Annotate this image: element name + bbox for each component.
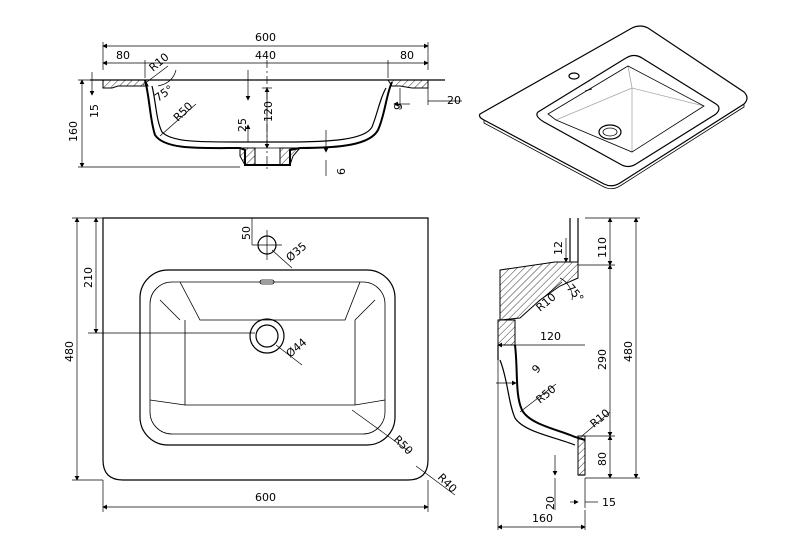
dim-160: 160 (67, 121, 80, 142)
dim-120-side: 120 (540, 330, 561, 343)
dim-25: 25 (236, 118, 249, 132)
label-75-angle: 75° (152, 83, 175, 105)
dim-440: 440 (255, 49, 276, 62)
dim-120-section: 120 (262, 101, 275, 122)
dim-480-side: 480 (622, 341, 635, 362)
dim-480-plan: 480 (63, 341, 76, 362)
dim-15: 15 (88, 104, 101, 118)
dim-20-right: 20 (447, 94, 461, 107)
dim-50-tap: 50 (240, 226, 253, 240)
dim-15-side: 15 (602, 496, 616, 509)
dim-9-bottom: 9 (334, 168, 347, 175)
dim-160-side: 160 (532, 512, 553, 525)
label-75-side: 75° (564, 282, 586, 305)
dim-80-side: 80 (596, 452, 609, 466)
dim-210: 210 (82, 267, 95, 288)
dim-290: 290 (596, 349, 609, 370)
label-dia-35: Ø35 (284, 240, 310, 265)
label-r10-top: R10 (147, 50, 172, 74)
dim-600-bottom: 600 (255, 491, 276, 504)
label-r10-side-front: R10 (588, 406, 613, 430)
isometric-view (478, 25, 748, 190)
dim-110: 110 (596, 237, 609, 258)
dim-9-side: 9 (529, 362, 543, 376)
dim-80-left: 80 (116, 49, 130, 62)
label-dia-44: Ø44 (284, 336, 310, 361)
dim-12: 12 (552, 241, 565, 255)
plan-view: 600 480 210 50 Ø35 Ø44 R50 R40 (63, 217, 459, 512)
front-section-view: 600 80 440 80 160 15 R10 (67, 31, 462, 176)
dim-80-right: 80 (400, 49, 414, 62)
label-r50-side: R50 (534, 382, 559, 406)
label-r40-plan: R40 (435, 471, 459, 495)
dim-9-right: 9 (392, 103, 405, 110)
label-r50-plan: R50 (391, 433, 415, 457)
dim-20-side: 20 (544, 496, 557, 510)
side-section-view: 480 110 290 80 12 R10 75° 120 9 R50 R10 … (496, 217, 640, 530)
label-r50-top: R50 (171, 100, 195, 124)
dim-600-top: 600 (255, 31, 276, 44)
